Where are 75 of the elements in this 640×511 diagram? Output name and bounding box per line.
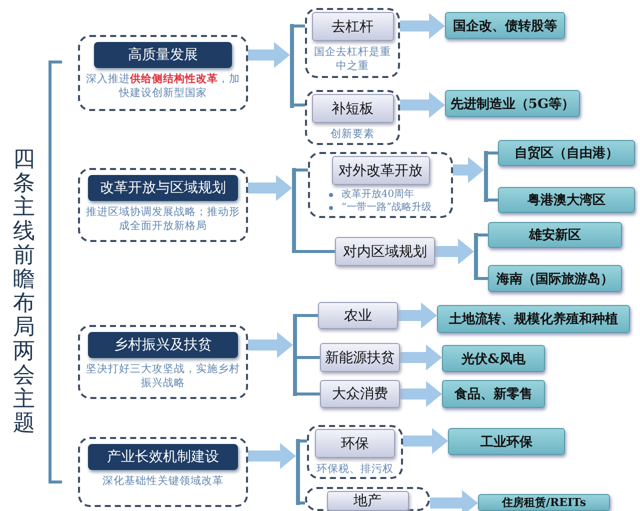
bracket-tick [478, 277, 488, 280]
title: 四条主线前瞻布局两会主题 [12, 148, 36, 436]
bracket [474, 233, 478, 280]
subtopic-card [305, 487, 430, 511]
heading-bar: 产业长效机制建设 [88, 444, 238, 470]
result-box: 光伏&风电 [442, 345, 545, 372]
block-arrow [400, 92, 445, 118]
result-box: 雄安新区 [488, 222, 622, 248]
heading-bar: 对外改革开放 [332, 156, 430, 185]
bracket-tick [478, 234, 488, 236]
block-arrow [403, 428, 448, 454]
block-arrow [248, 42, 290, 68]
bracket-tick [294, 104, 305, 106]
bracket [296, 439, 300, 505]
bracket [292, 168, 296, 253]
description: 环保税、排污权 [316, 462, 394, 476]
description: 深入推进供给侧结构性改革，加快建设创新型国家 [85, 72, 241, 100]
description: 推进区域协调发展战略；推动形成全面开放新格局 [85, 205, 241, 233]
description: 创新要素 [330, 127, 376, 141]
block-arrow [453, 157, 484, 183]
description: 坚决打好三大攻坚战，实施乡村振兴战略 [85, 362, 241, 390]
topic-box: 新能源扶贫 [320, 343, 400, 372]
block-arrow [435, 238, 474, 264]
description: 国企去杠杆是重中之重 [313, 45, 392, 73]
bracket-tick [294, 24, 305, 28]
bracket [290, 24, 294, 108]
bracket-tick [488, 198, 498, 202]
result-box: 自贸区（自由港） [498, 140, 635, 166]
bracket-tick [296, 168, 308, 172]
block-arrow [400, 344, 442, 370]
result-box: 粤港澳大湾区 [498, 187, 635, 213]
result-box: 土地流转、规模化养殖和种植 [437, 305, 630, 333]
heading-bar: 去杠杆 [312, 12, 394, 41]
heading-bar: 乡村振兴及扶贫 [88, 332, 238, 358]
theme-card [78, 35, 248, 111]
block-arrow [400, 13, 445, 39]
bracket [293, 314, 297, 396]
subtopic-card [305, 90, 400, 145]
subtopic-card [308, 152, 453, 218]
block-arrow [400, 381, 442, 407]
heading-bar: 地产 [326, 491, 408, 511]
bracket-tick [300, 440, 307, 442]
block-arrow [248, 332, 293, 358]
heading-bar: 改革开放与区域规划 [88, 175, 238, 201]
bracket [484, 151, 488, 202]
block-arrow [248, 175, 292, 201]
subtopic-card [307, 425, 403, 479]
theme-card [78, 437, 248, 507]
bracket-tick [297, 392, 320, 396]
block-arrow [248, 443, 296, 469]
bracket-tick [296, 250, 335, 253]
theme-card [78, 168, 248, 242]
result-box: 海南（国际旅游岛） [488, 265, 622, 292]
bullet-text: “一带一路”战略升级 [341, 201, 432, 214]
result-box: 先进制造业（5G等） [445, 90, 580, 117]
description: 深化基础性关键领域改革 [102, 474, 224, 488]
topic-box: 大众消费 [320, 380, 400, 408]
bracket-tick [297, 314, 318, 317]
bullet-text: 改革开放40周年 [341, 188, 414, 201]
subtopic-card [305, 8, 400, 78]
bracket-tick [297, 356, 320, 359]
heading-bar: 高质量发展 [94, 42, 232, 68]
block-arrow [430, 490, 478, 511]
result-box: 国企改、债转股等 [445, 12, 565, 39]
result-box: 工业环保 [448, 428, 565, 455]
theme-card [78, 325, 248, 399]
topic-box: 农业 [318, 302, 398, 329]
result-box: 住房租赁/REITs [478, 494, 610, 511]
block-arrow [398, 302, 437, 328]
heading-bar: 环保 [315, 429, 395, 458]
heading-bar: 补短板 [312, 94, 394, 123]
bracket-tick [300, 502, 305, 504]
result-box: 食品、新零售 [442, 380, 545, 408]
bracket-tick [488, 152, 498, 154]
topic-box: 对内区域规划 [335, 237, 435, 266]
